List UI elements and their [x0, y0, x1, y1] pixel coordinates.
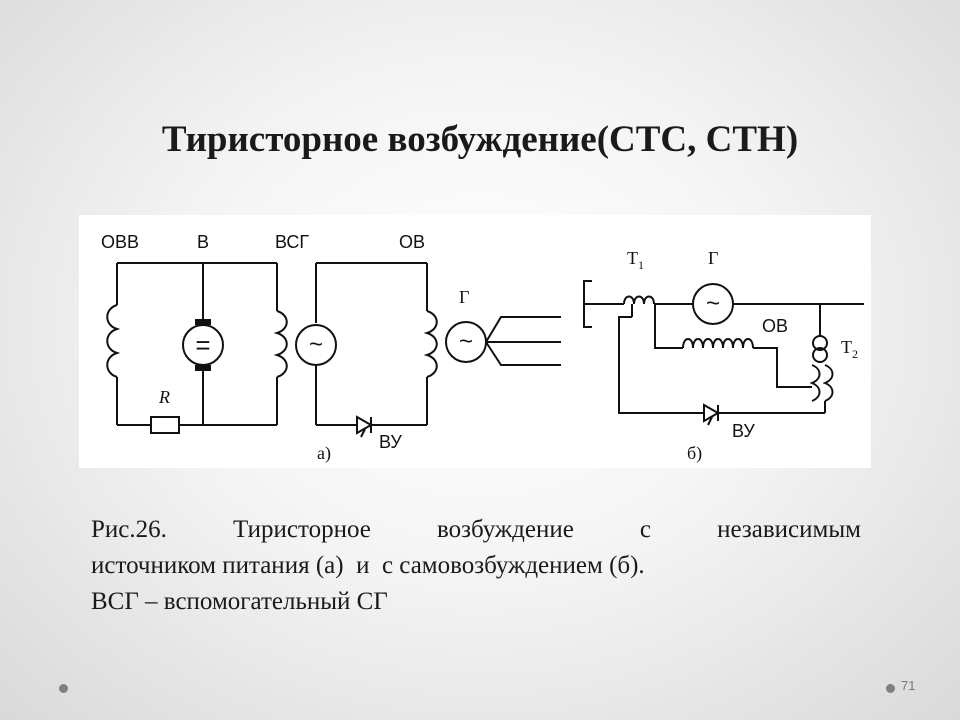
- circuit-a: = ~ ~: [101, 232, 561, 464]
- circuit-b: ~ Т1 Г ОВ Т2 ВУ: [583, 248, 864, 464]
- caption-line-3: ВСГ – вспомогательный СГ: [91, 588, 388, 615]
- transformer-t1: [623, 295, 655, 305]
- caption-word: Тиристорное: [232, 516, 371, 543]
- footer-dot-left: [59, 684, 68, 693]
- label-t2-sub: 2: [852, 347, 858, 361]
- transformer-t2: [812, 335, 828, 351]
- panel-label-a: а): [317, 443, 331, 464]
- label-t1-sub: 1: [638, 258, 644, 272]
- page-number: 71: [901, 678, 916, 693]
- label-g-a: Г: [459, 287, 469, 307]
- label-ovv: ОВВ: [101, 232, 139, 252]
- footer-dot-right: [886, 684, 895, 693]
- circuit-diagram: = ~ ~: [101, 232, 864, 464]
- label-v: В: [197, 232, 209, 252]
- label-vu-b: ВУ: [732, 421, 755, 441]
- caption-word: возбуждение: [436, 516, 574, 543]
- label-t1-main: Т: [627, 248, 638, 268]
- caption-word: с: [639, 516, 652, 543]
- caption-word: независимым: [717, 516, 861, 543]
- label-ov-b: ОВ: [762, 316, 788, 336]
- label-r: R: [158, 387, 170, 407]
- label-ov-a: ОВ: [399, 232, 425, 252]
- ac-symbol-g-b: ~: [706, 290, 720, 317]
- label-vsg: ВСГ: [275, 232, 309, 252]
- figure-caption: Рис.26. Тиристорное возбуждение с незави…: [91, 512, 861, 620]
- circuit-figure: = ~ ~: [79, 215, 871, 468]
- slide-title: Тиристорное возбуждение(СТС, СТН): [161, 119, 799, 160]
- ac-symbol-vsg: ~: [309, 331, 323, 358]
- caption-line-2: источником питания (а) и с самовозбужден…: [91, 552, 645, 579]
- label-t2: Т2: [841, 337, 858, 361]
- caption-word: Рис.26.: [91, 516, 167, 543]
- panel-label-b: б): [687, 443, 702, 464]
- label-t2-main: Т: [841, 337, 852, 357]
- resistor-r: [150, 416, 180, 434]
- label-vu-a: ВУ: [379, 432, 402, 452]
- label-g-b: Г: [708, 248, 718, 268]
- field-winding-ov-b: [682, 338, 754, 349]
- label-t1: Т1: [627, 248, 644, 272]
- ac-symbol-g: ~: [459, 328, 473, 355]
- caption-line-1: Рис.26. Тиристорное возбуждение с незави…: [91, 512, 861, 548]
- dc-symbol: =: [195, 330, 210, 360]
